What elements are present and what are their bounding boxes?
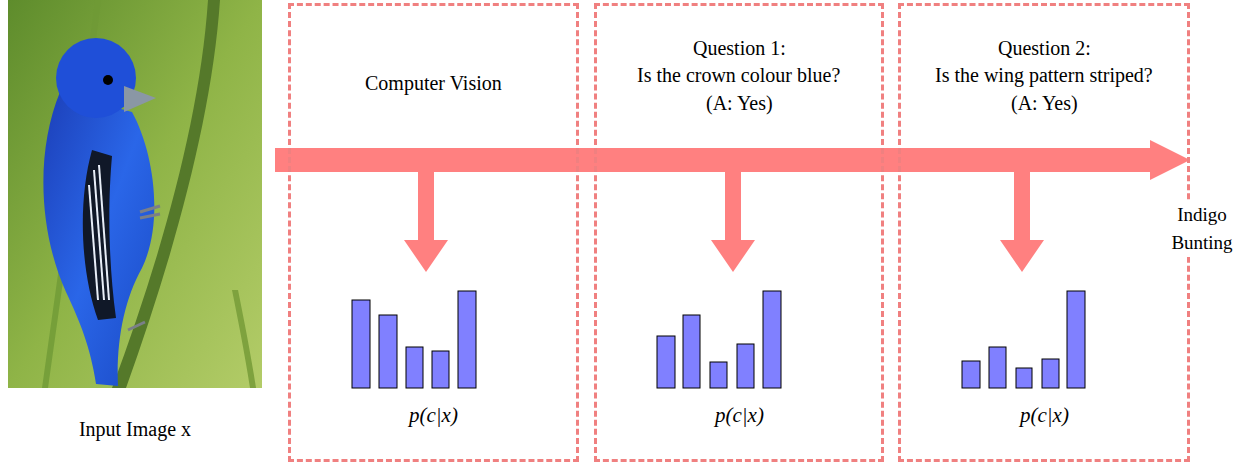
down-arrow — [404, 172, 448, 272]
distribution-label: p(c|x) — [409, 402, 458, 428]
grass-stem — [232, 290, 256, 388]
question-heading: Question 1: — [693, 36, 786, 60]
bird-body — [43, 92, 154, 386]
stage-title: Computer Vision — [365, 71, 502, 95]
distribution-label: p(c|x) — [1020, 402, 1069, 428]
bird-photo — [8, 0, 262, 388]
bar-chart — [657, 291, 781, 388]
stage-panel: Question 2: Is the wing pattern striped? (… — [898, 3, 1190, 462]
wing-stripes — [89, 165, 109, 300]
bird-feet — [128, 206, 160, 330]
question-heading: Question 2: — [998, 36, 1091, 60]
bar-chart — [352, 291, 476, 388]
question-text: Is the wing pattern striped? — [935, 63, 1153, 87]
photo-background — [8, 0, 262, 388]
bird-wing — [83, 150, 116, 320]
stage-panel: Question 1: Is the crown colour blue? (A: … — [594, 3, 884, 462]
output-class-label: Indigo Bunting — [1163, 201, 1241, 257]
down-arrow — [1000, 172, 1044, 272]
input-caption: Input Image x — [8, 415, 262, 443]
bird-eye — [103, 75, 113, 85]
down-arrow — [711, 172, 755, 272]
distribution-label: p(c|x) — [715, 402, 764, 428]
bar-chart — [962, 291, 1085, 388]
answer-text: (A: Yes) — [706, 91, 773, 115]
stage-panel: Computer Vision p(c|x) — [288, 3, 579, 462]
question-text: Is the crown colour blue? — [637, 63, 840, 87]
answer-text: (A: Yes) — [1011, 91, 1078, 115]
bird-beak — [124, 86, 156, 112]
